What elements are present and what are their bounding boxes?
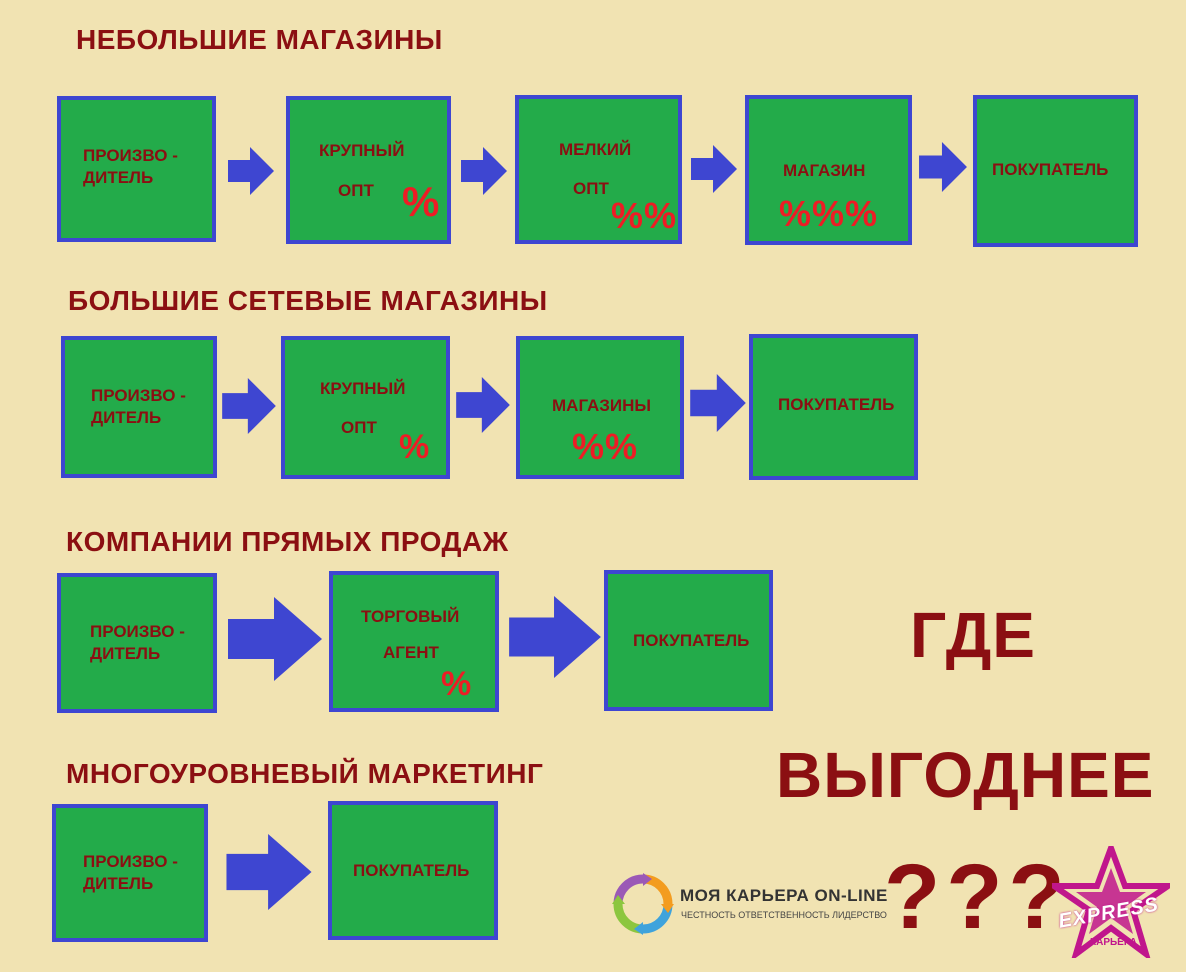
node-label: ДИТЕЛЬ: [83, 168, 154, 187]
node-label: ОПТ: [573, 179, 609, 198]
node-label: ПРОИЗВО -: [90, 622, 185, 641]
arrow-right-icon: [228, 147, 274, 195]
node-buyer: ПОКУПАТЕЛЬ: [328, 801, 498, 940]
node-label: ДИТЕЛЬ: [90, 644, 161, 663]
arrow-right-icon: [226, 834, 312, 910]
node-shops: МАГАЗИНЫ %%: [516, 336, 684, 479]
node-producer: ПРОИЗВО - ДИТЕЛЬ: [57, 96, 216, 242]
node-label: ПОКУПАТЕЛЬ: [778, 395, 895, 414]
percent-mark: %: [402, 178, 441, 225]
node-label: ПОКУПАТЕЛЬ: [353, 861, 470, 880]
node-label: МАГАЗИНЫ: [552, 396, 652, 415]
node-label: МЕЛКИЙ: [559, 140, 632, 159]
node-label: ПРОИЗВО -: [83, 146, 178, 165]
percent-mark: %: [399, 428, 431, 466]
arrow-right-icon: [228, 597, 322, 681]
section-title-small-shops: НЕБОЛЬШИЕ МАГАЗИНЫ: [76, 24, 443, 55]
percent-mark: %%: [611, 195, 678, 236]
node-label: ПРОИЗВО -: [83, 852, 178, 871]
question-where: ГДЕ: [910, 599, 1036, 671]
arrow-right-icon: [456, 377, 510, 433]
arrow-right-icon: [461, 147, 507, 195]
node-label: ТОРГОВЫЙ: [361, 607, 460, 626]
node-label: ДИТЕЛЬ: [83, 874, 154, 893]
node-label: МАГАЗИН: [783, 161, 866, 180]
node-label: ОПТ: [341, 418, 377, 437]
node-label: ОПТ: [338, 181, 374, 200]
arrow-right-icon: [690, 374, 746, 432]
node-large-wholesale: КРУПНЫЙ ОПТ %: [286, 96, 451, 244]
arrow-right-icon: [222, 378, 276, 434]
career-logo-title: МОЯ КАРЬЕРА ON-LINE: [680, 886, 888, 905]
node-label: КРУПНЫЙ: [319, 141, 405, 160]
section-title-mlm: МНОГОУРОВНЕВЫЙ МАРКЕТИНГ: [66, 758, 544, 789]
arrow-right-icon: [509, 596, 601, 678]
percent-mark: %%: [572, 426, 639, 467]
node-label: ДИТЕЛЬ: [91, 408, 162, 427]
node-label: АГЕНТ: [383, 643, 439, 662]
question-marks: ???: [884, 846, 1071, 948]
star-icon: [1052, 846, 1170, 958]
arrow-right-icon: [691, 145, 737, 193]
express-logo-sub: КАРЬЕРА: [1090, 937, 1137, 948]
node-large-wholesale: КРУПНЫЙ ОПТ %: [281, 336, 450, 479]
node-shop: МАГАЗИН %%%: [745, 95, 912, 245]
node-small-wholesale: МЕЛКИЙ ОПТ %%: [515, 95, 682, 244]
node-producer: ПРОИЗВО - ДИТЕЛЬ: [61, 336, 217, 478]
percent-mark: %: [441, 665, 473, 703]
career-logo-tagline: ЧЕСТНОСТЬ ОТВЕТСТВЕННОСТЬ ЛИДЕРСТВО: [681, 910, 887, 920]
node-label: ПОКУПАТЕЛЬ: [992, 160, 1109, 179]
percent-mark: %%%: [779, 193, 879, 234]
arrow-right-icon: [919, 142, 967, 192]
question-more-profitable: ВЫГОДНЕЕ: [776, 739, 1155, 811]
node-label: ПОКУПАТЕЛЬ: [633, 631, 750, 650]
recycle-circle-icon: [612, 873, 674, 935]
node-label: ПРОИЗВО -: [91, 386, 186, 405]
node-sales-agent: ТОРГОВЫЙ АГЕНТ %: [329, 571, 499, 712]
section-title-direct-sales: КОМПАНИИ ПРЯМЫХ ПРОДАЖ: [66, 526, 509, 557]
node-buyer: ПОКУПАТЕЛЬ: [604, 570, 773, 711]
node-label: КРУПНЫЙ: [320, 379, 406, 398]
node-producer: ПРОИЗВО - ДИТЕЛЬ: [52, 804, 208, 942]
node-producer: ПРОИЗВО - ДИТЕЛЬ: [57, 573, 217, 713]
node-buyer: ПОКУПАТЕЛЬ: [749, 334, 918, 480]
node-buyer: ПОКУПАТЕЛЬ: [973, 95, 1138, 247]
section-title-big-chain-stores: БОЛЬШИЕ СЕТЕВЫЕ МАГАЗИНЫ: [68, 285, 548, 316]
